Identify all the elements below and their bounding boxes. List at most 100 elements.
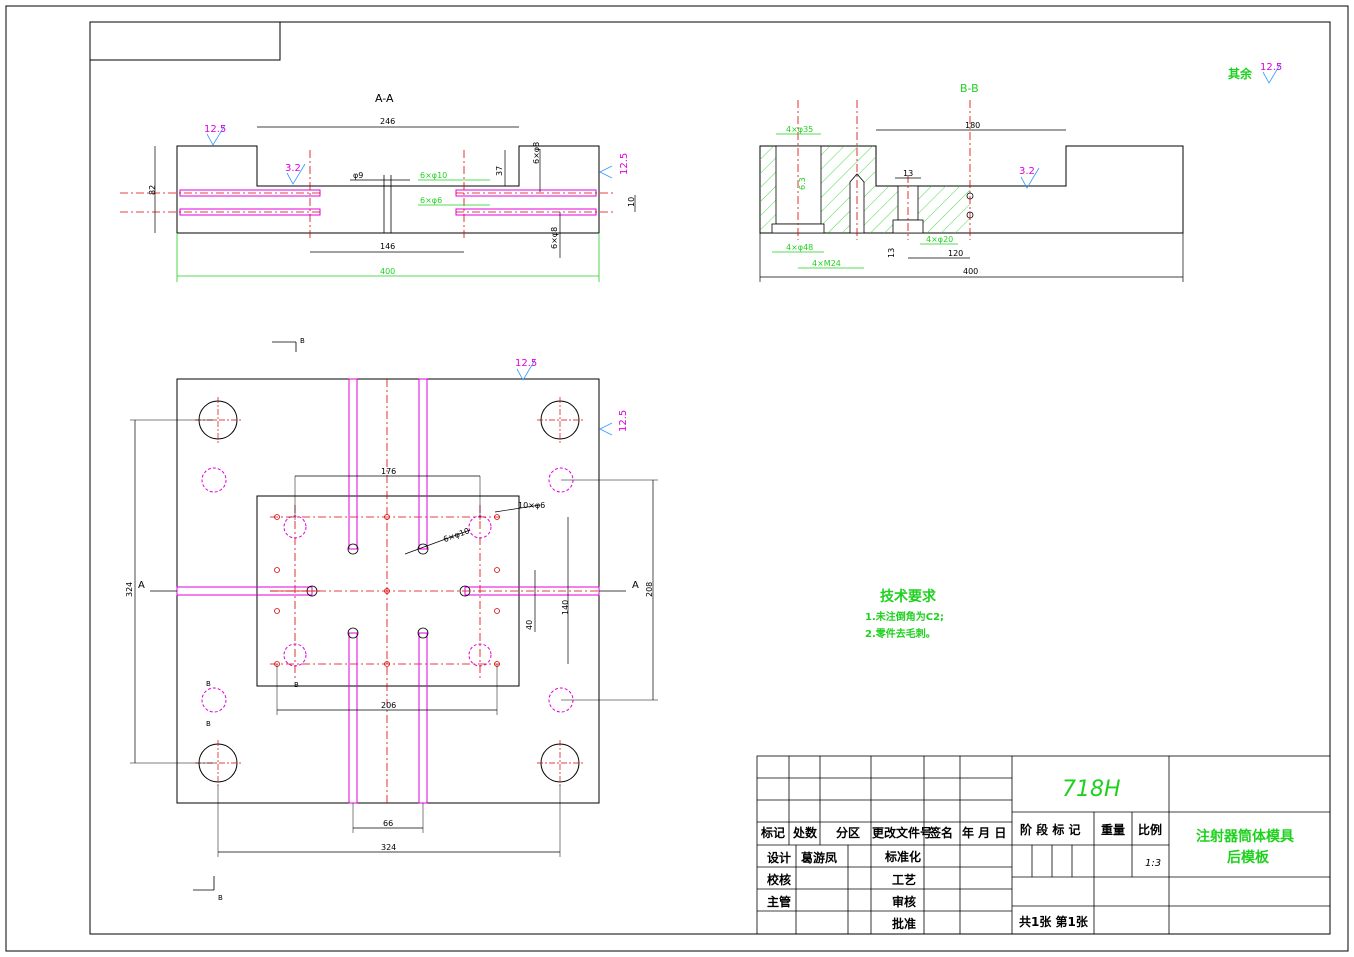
tb-role-approve: 批准 [892,916,916,931]
tb-h-doc: 更改文件号 [872,825,932,840]
aa-dim-10: 10 [627,197,636,207]
bb-dim-4xm24: 4×M24 [812,259,841,268]
plan-dim-10x6: 10×φ6 [518,501,545,510]
tb-role-manager: 主管 [767,894,791,909]
tb-role-design: 设计 [767,850,791,865]
title-block-text: 标记 处数 分区 更改文件号 签名 年 月 日 阶 段 标 记 重量 比例 设计… [760,777,1294,931]
tb-h-date: 年 月 日 [962,825,1006,840]
tb-role-check: 校核 [767,872,791,887]
aa-dim-82: 82 [148,185,157,195]
svg-text:B: B [300,337,305,345]
channel-v1-bottom [348,632,358,804]
section-aa-view: A-A 246 82 37 146 400 10 φ9 6×φ10 [120,92,636,282]
tech-requirements: 技术要求 1.未注倒角为C2; 2.零件去毛刺。 [865,588,944,640]
tb-h-stage: 阶 段 标 记 [1020,822,1081,837]
plan-section-b-2: B [206,720,211,728]
plan-dim-324v: 324 [125,582,134,597]
aa-roughness-top: 12.5 [204,124,226,146]
aa-outline [176,145,600,234]
tb-designer: 葛游凤 [800,850,837,865]
tb-part-name-1: 注射器筒体模具 [1196,828,1294,845]
svg-text:12.5: 12.5 [1260,62,1282,73]
aa-dim-phi9: φ9 [353,171,363,180]
aa-dim-146: 146 [380,242,395,251]
bolt-hole-3 [201,687,227,713]
svg-text:3.2: 3.2 [285,163,301,174]
bb-cross-hole-1 [966,192,974,200]
bb-dim-63: 6.3 [798,177,807,190]
bb-dim-400: 400 [963,267,978,276]
title-block [756,755,1331,935]
plan-section-a-right: A [632,580,639,591]
section-mark-b-bottom: B [193,876,223,902]
aa-roughness-right: 12.5 [599,153,630,179]
svg-text:3.2: 3.2 [1019,166,1035,177]
svg-text:其余: 其余 [1228,66,1253,81]
aa-dim-6x8b: 6×φ8 [550,227,559,249]
tb-h-zone: 分区 [836,825,860,840]
plan-pocket-outline [256,495,520,687]
bb-cross-hole-2 [966,211,974,219]
aa-dim-246: 246 [380,117,395,126]
tb-h-mark: 标记 [760,825,785,840]
svg-text:12.5: 12.5 [619,153,630,175]
bb-roughness: 3.2 [1019,166,1040,189]
plan-dim-140: 140 [561,600,570,615]
bb-dim-120: 120 [948,249,963,258]
plan-dim-208: 208 [645,582,654,597]
plan-section-b-1: B [206,680,211,688]
channel-v2-top [418,378,428,550]
corner-code-box [89,21,281,61]
tech-req-item-1: 1.未注倒角为C2; [865,610,944,623]
aa-roughness-inner: 3.2 [285,163,306,185]
tech-req-item-2: 2.零件去毛刺。 [865,627,936,640]
plan-dim-40: 40 [525,620,534,630]
outer-border [5,5,1349,952]
tb-h-weight: 重量 [1101,822,1125,837]
plan-section-b-3: B [294,681,299,689]
channel-v1-top [348,378,358,550]
svg-text:12.5: 12.5 [515,358,537,369]
svg-text:12.5: 12.5 [618,410,629,432]
tech-req-title: 技术要求 [880,588,937,605]
section-bb-title: B-B [960,82,979,95]
plan-dim-206: 206 [381,701,396,710]
plan-roughness-top: 12.5 [515,358,537,381]
bb-dim-4x20: 4×φ20 [926,235,953,244]
tb-role-review: 审核 [892,894,916,909]
aa-dim-6x10: 6×φ10 [420,171,447,180]
tb-h-sign: 签名 [928,825,953,840]
bb-dim-180: 180 [965,121,980,130]
tb-material: 718H [1062,777,1121,802]
tb-part-name-2: 后模板 [1227,849,1270,866]
aa-dim-6x8a: 6×φ8 [532,142,541,164]
aa-dim-6x6: 6×φ6 [420,196,442,205]
svg-text:B: B [218,894,223,902]
plan-view: 176 10×φ6 6×φ10 324 208 140 40 206 66 32… [125,358,658,857]
tb-scale: 1:3 [1145,858,1161,869]
plan-roughness-right: 12.5 [599,410,629,436]
rest-roughness-note: 其余 12.5 [1228,62,1282,84]
plan-dim-324h: 324 [381,843,396,852]
inner-border [89,21,1331,935]
tb-sheets: 共1张 第1张 [1019,914,1089,929]
bb-dim-4x48: 4×φ48 [786,243,813,252]
plan-dim-66: 66 [383,819,393,828]
plan-dim-176: 176 [381,467,396,476]
plan-dim-6x10: 6×φ10 [442,526,471,544]
tb-role-process: 工艺 [892,872,916,887]
bb-dim-4x35: 4×φ35 [786,125,813,134]
aa-dim-400: 400 [380,267,395,276]
section-bb-view: B-B 180 4×φ35 13 13 4×φ48 4×M24 4×φ20 12… [759,82,1184,282]
aa-dim-37: 37 [495,166,504,176]
bolt-hole-1 [201,467,227,493]
tb-h-ratio: 比例 [1138,822,1162,837]
bb-dim-13: 13 [903,169,913,178]
channel-v2-bottom [418,632,428,804]
bb-dim-13v: 13 [887,248,896,258]
section-aa-title: A-A [375,92,394,105]
tb-h-count: 处数 [792,825,818,840]
section-mark-b-top: B [272,337,305,352]
svg-text:12.5: 12.5 [204,124,226,135]
